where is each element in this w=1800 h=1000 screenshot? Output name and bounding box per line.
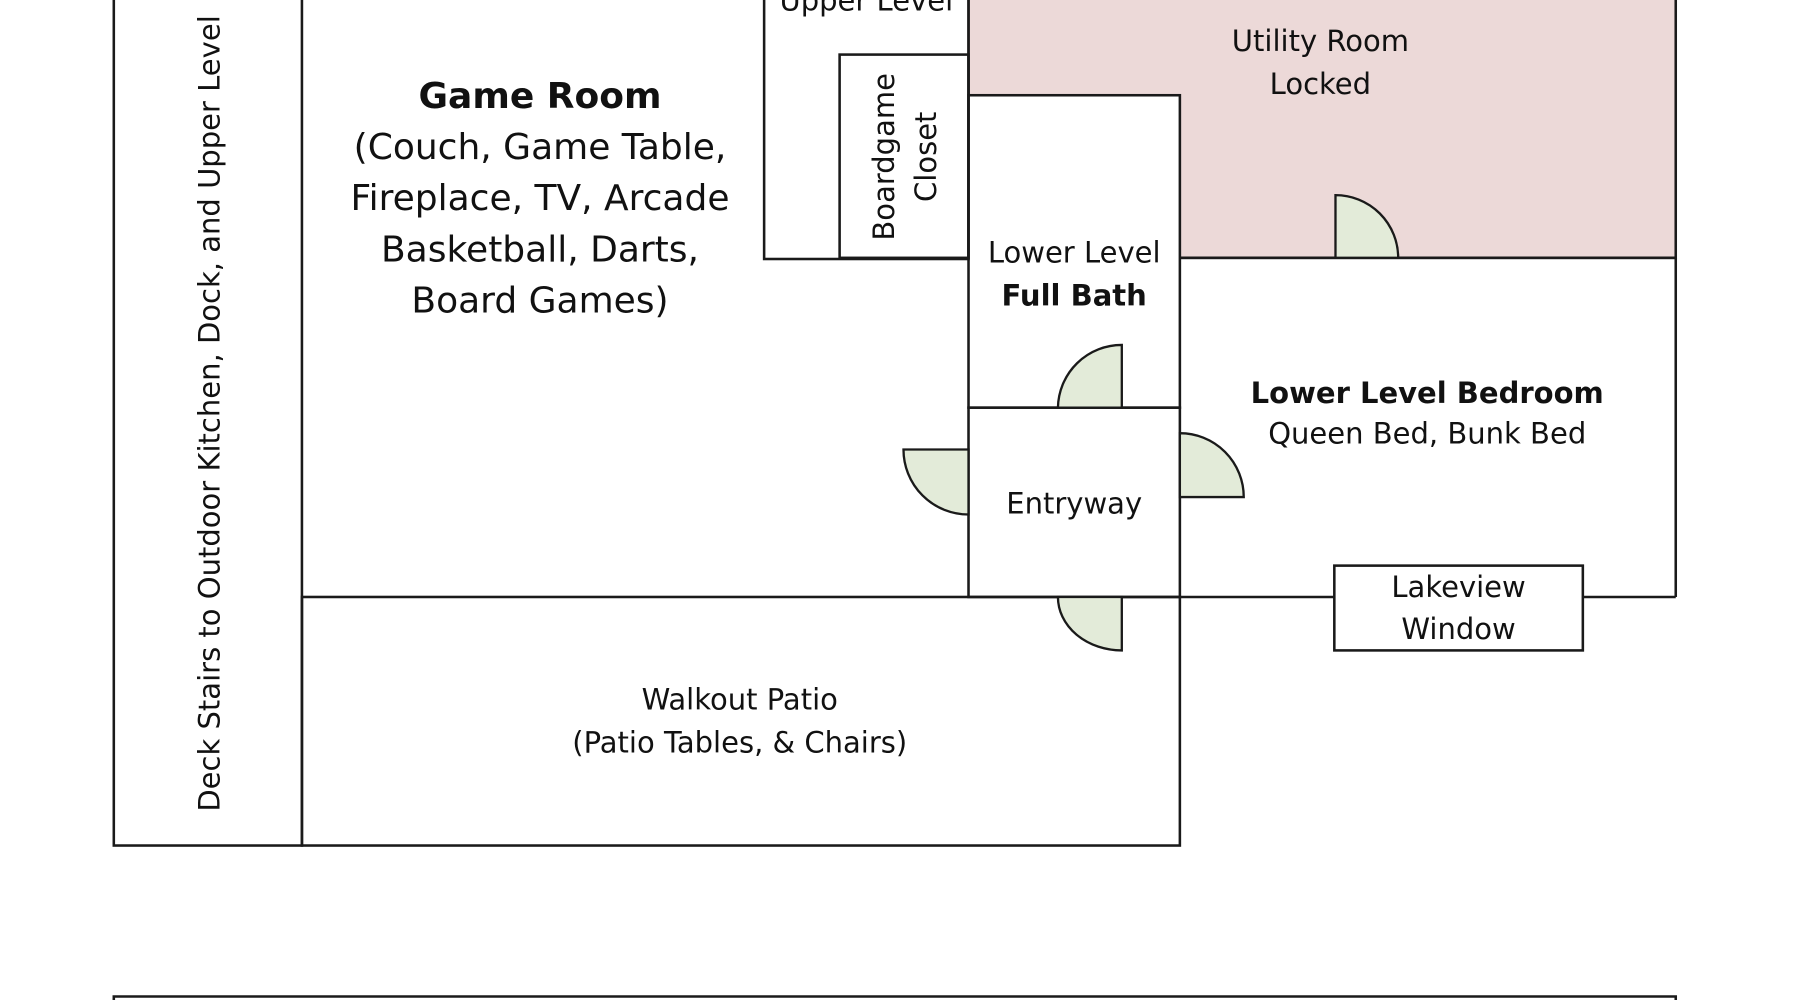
lakeview-window xyxy=(1333,564,1585,652)
patio-title: Walkout Patio xyxy=(642,683,838,717)
next-floor-outline xyxy=(112,995,1678,1000)
upper-level-label: Upper Level xyxy=(779,0,953,17)
patio-items: (Patio Tables, & Chairs) xyxy=(572,726,907,760)
game-room-items: (Couch, Game Table, xyxy=(354,127,727,168)
bedroom-subtitle: Queen Bed, Bunk Bed xyxy=(1268,417,1586,451)
game-room-title: Game Room xyxy=(419,76,662,117)
window-label: Lakeview xyxy=(1391,570,1525,604)
closet-label: Boardgame xyxy=(867,73,901,241)
entryway-label: Entryway xyxy=(1006,486,1142,520)
patio-door-icon xyxy=(1056,595,1123,652)
closet-label: Closet xyxy=(909,112,943,202)
deck-stairs-label: Deck Stairs to Outdoor Kitchen, Dock, an… xyxy=(192,15,226,811)
utility-door-icon xyxy=(1334,193,1400,260)
game-room-items: Fireplace, TV, Arcade xyxy=(351,178,730,219)
walkout-patio xyxy=(300,595,1182,847)
boardgame-closet xyxy=(838,53,970,260)
bath-label: Lower Level xyxy=(988,235,1161,269)
utility-room-status: Locked xyxy=(1270,67,1371,101)
full-bath xyxy=(967,93,1182,409)
game-room-items: Basketball, Darts, xyxy=(381,229,699,270)
bedroom-title: Lower Level Bedroom xyxy=(1251,376,1604,410)
window-label: Window xyxy=(1401,612,1515,646)
game-room-items: Board Games) xyxy=(411,280,668,321)
utility-room-label: Utility Room xyxy=(1232,24,1409,58)
game-room-door-icon xyxy=(902,448,970,516)
bath-title: Full Bath xyxy=(1002,278,1147,312)
deck-stairs xyxy=(112,0,304,847)
bath-door-icon xyxy=(1056,343,1123,409)
bedroom-door-icon xyxy=(1178,432,1245,499)
